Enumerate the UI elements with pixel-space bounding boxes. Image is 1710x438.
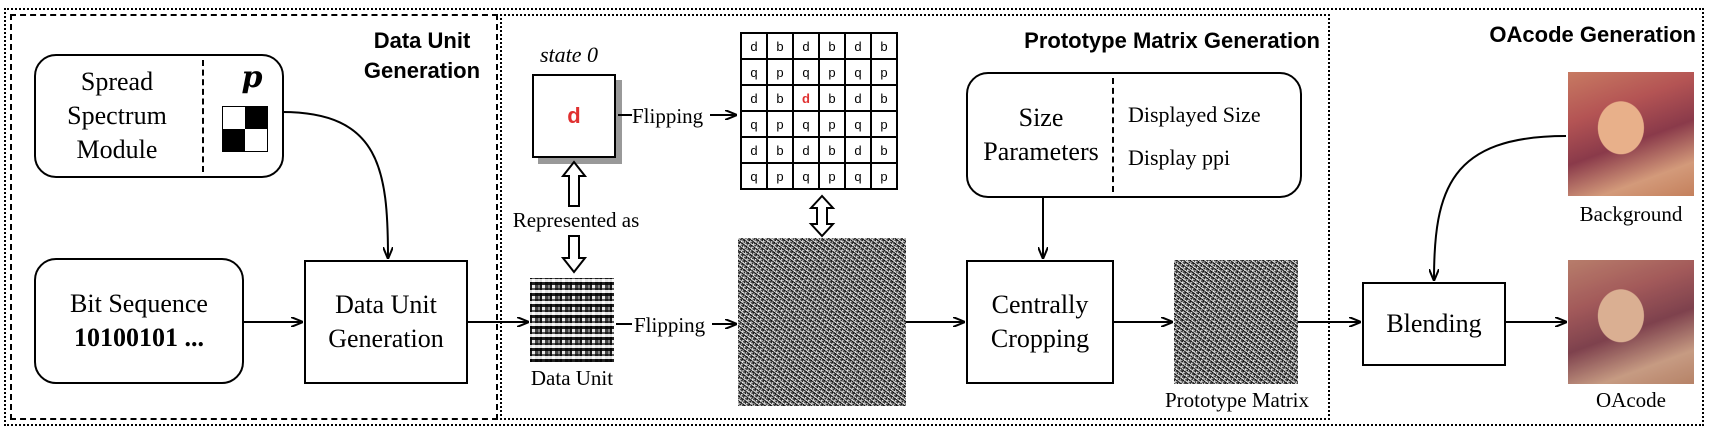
data-unit-generation-box: Data Unit Generation (304, 260, 468, 384)
grid-cell: b (870, 32, 898, 60)
bit-sequence-label: Bit Sequence (70, 289, 208, 318)
grid-cell: p (870, 110, 898, 138)
size-parameters-label: Size Parameters (983, 103, 1099, 166)
prototype-matrix-label: Prototype Matrix (1164, 388, 1310, 412)
spread-spectrum-module: Spread Spectrum Module p (34, 54, 284, 178)
blending-box: Blending (1362, 282, 1506, 366)
grid-cell: b (818, 84, 846, 112)
grid-matrix-double-arrow (808, 194, 836, 238)
grid-cell: q (740, 162, 768, 190)
grid-cell: q (792, 58, 820, 86)
grid-cell: p (818, 110, 846, 138)
grid-cell: q (844, 110, 872, 138)
grid-cell: q (792, 110, 820, 138)
background-label: Background (1579, 202, 1683, 226)
represented-double-arrow-top (560, 160, 588, 207)
grid-cell: q (792, 162, 820, 190)
data-unit-section-title: Data Unit Generation (363, 28, 481, 83)
grid-cell: d (844, 84, 872, 112)
p-symbol: p (241, 60, 263, 95)
grid-cell: b (766, 32, 794, 60)
prototype-section (500, 14, 1330, 420)
represented-double-arrow-bottom (560, 235, 588, 274)
grid-cell: q (740, 58, 768, 86)
data-unit-section (10, 14, 498, 420)
bit-sequence-box: Bit Sequence 10100101 ... (34, 258, 244, 384)
grid-cell: b (870, 136, 898, 164)
checker-pattern-icon (222, 106, 268, 152)
grid-cell: p (870, 58, 898, 86)
data-unit-label: Data Unit (530, 366, 614, 390)
grid-cell: p (870, 162, 898, 190)
outer-frame (4, 8, 1704, 426)
size-parameters-box: Size Parameters Displayed Size Display p… (966, 72, 1302, 198)
grid-cell: d (792, 84, 820, 112)
grid-cell: p (818, 162, 846, 190)
state-box: d (532, 74, 616, 158)
grid-cell: b (870, 84, 898, 112)
flipped-matrix-image (738, 238, 906, 406)
state-symbol: d (567, 103, 581, 128)
grid-cell: d (740, 136, 768, 164)
grid-cell: p (766, 162, 794, 190)
flipping-label-top: Flipping (632, 104, 704, 128)
grid-cell: d (792, 136, 820, 164)
grid-cell: p (766, 110, 794, 138)
grid-cell: b (766, 84, 794, 112)
size-param-item-0: Displayed Size (1128, 102, 1261, 127)
grid-cell: q (844, 162, 872, 190)
arrow-p-to-dug (281, 111, 388, 258)
grid-cell: b (818, 136, 846, 164)
prototype-section-title: Prototype Matrix Generation (1024, 28, 1320, 53)
centrally-cropping-box: Centrally Cropping (966, 260, 1114, 384)
arrow-bg-to-blend (1434, 135, 1567, 280)
prototype-matrix-image (1174, 260, 1298, 384)
grid-cell: d (740, 32, 768, 60)
oacode-section-title: OAcode Generation (1489, 22, 1696, 47)
module-divider (202, 60, 204, 172)
grid-cell: p (766, 58, 794, 86)
grid-cell: d (844, 32, 872, 60)
grid-cell: p (818, 58, 846, 86)
flipping-label-bottom: Flipping (634, 313, 706, 337)
grid-cell: d (740, 84, 768, 112)
state-caption: state 0 (540, 42, 599, 67)
oacode-label: OAcode (1596, 388, 1666, 412)
represented-as-label: Represented as (506, 208, 646, 232)
grid-cell: q (844, 58, 872, 86)
spread-spectrum-label: Spread Spectrum Module (67, 67, 167, 164)
grid-cell: d (792, 32, 820, 60)
size-params-divider (1112, 78, 1114, 192)
grid-cell: q (740, 110, 768, 138)
data-unit-image (530, 278, 614, 362)
bit-sequence-value: 10100101 ... (74, 323, 204, 352)
oacode-image (1568, 260, 1694, 384)
background-image (1568, 72, 1694, 196)
bit-sequence-content: Bit Sequence 10100101 ... (36, 260, 242, 382)
size-param-item-1: Display ppi (1128, 145, 1231, 170)
grid-cell: b (818, 32, 846, 60)
grid-cell: d (844, 136, 872, 164)
grid-cell: b (766, 136, 794, 164)
